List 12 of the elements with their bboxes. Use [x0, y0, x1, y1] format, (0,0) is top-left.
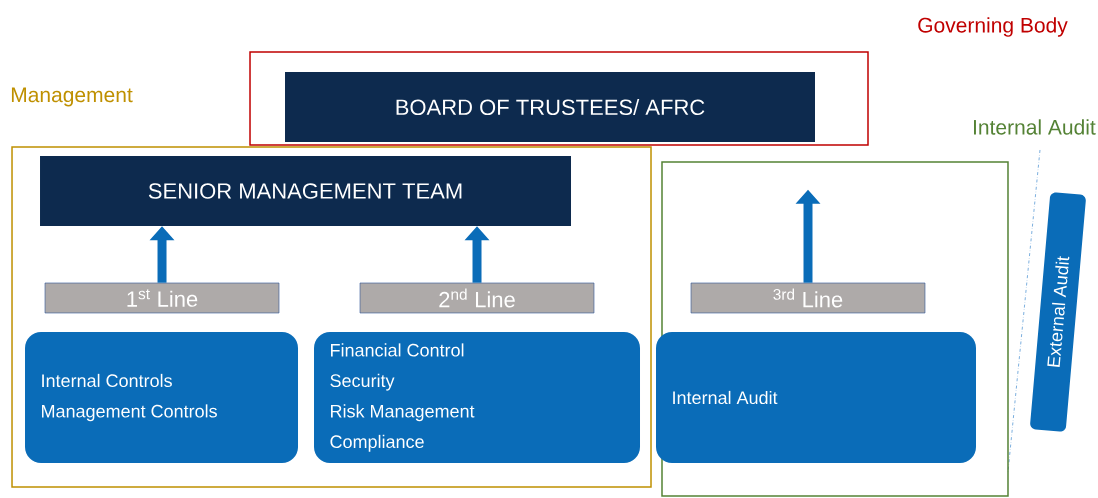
node-label: Management: [11, 87, 133, 107]
title-box: SENIOR MANAGEMENT TEAM: [40, 156, 571, 226]
node-label: Internal Audit: [974, 119, 1096, 135]
line-bar: 2$^{nd}$ Line: [359, 282, 595, 314]
function-box: Internal Controls Management Controls: [25, 332, 298, 463]
audit-box: External Audit: [1030, 192, 1086, 432]
function-box: Financial Control Security Risk Management Compliance: [314, 332, 640, 463]
title-box: BOARD OF TRUSTEES/ AFRC: [285, 72, 815, 142]
node-label: Governing Body: [918, 17, 1068, 37]
line-bar: $^{3rd}$ Line: [690, 282, 926, 314]
function-box: Internal Audit: [656, 332, 976, 463]
line-bar: 1$^{st}$ Line: [44, 282, 280, 314]
